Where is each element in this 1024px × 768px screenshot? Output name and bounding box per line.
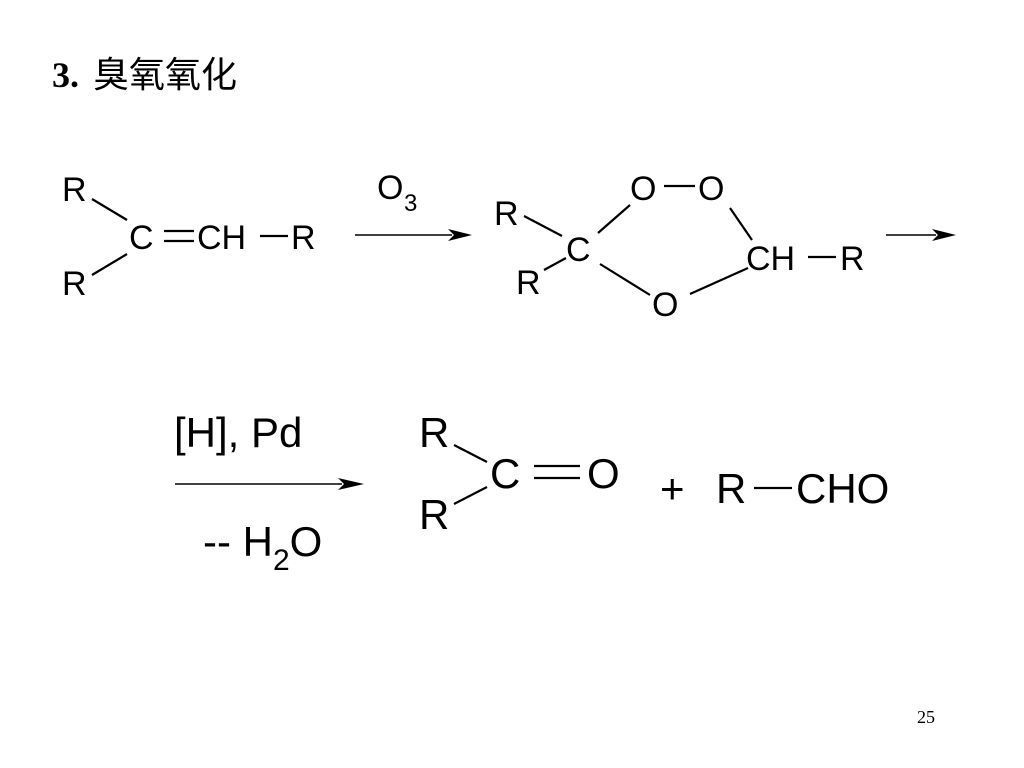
reagent-h2o-subscript: 2 [273,544,290,577]
alkene-r-right: R [291,219,316,257]
alkene-carbon: C [129,219,154,257]
bond-alkene-r-top [91,198,128,221]
reduction-reagents: [H], Pd -- H2O [174,409,322,577]
alkene-reactant: R R C CH R [62,171,316,303]
alkene-r-bottom: R [62,265,87,303]
bond-ozonide-r-top [523,215,563,237]
bond-ketone-r-bottom [453,486,488,505]
aldehyde-cho: CHO [796,465,889,512]
bond-ozonide-r-bottom [543,257,567,271]
ketone-carbon: C [490,450,520,497]
reagent-h2o-suffix: O [290,518,323,565]
bond-alkene-r-bottom [91,253,128,276]
slide-title: 3. 臭氧氧化 [52,46,237,98]
ozonide-r-top: R [494,195,519,233]
ozonide-ch: CH [746,240,795,278]
ozonide-r-right: R [840,240,865,278]
ozonide-o-top-right: O [698,170,724,208]
plus-sign: + [660,465,685,512]
bond-c-o-top [597,204,631,234]
ketone-r-top: R [419,409,449,456]
ozone-o: O [377,169,403,207]
bond-c-o-bottom [599,263,651,296]
ketone-oxygen: O [587,450,620,497]
bond-o-bottom-ch [689,266,749,296]
ozonide-o-bottom: O [652,286,678,324]
reaction-arrow-1 [355,229,472,241]
ozonide-o-top-left: O [630,170,656,208]
ozone-reagent: O 3 [377,169,417,217]
reaction-arrow-2 [886,229,956,241]
reaction-arrow-3 [175,478,364,490]
alkene-r-top: R [62,171,87,209]
ozone-subscript: 3 [404,190,417,217]
bond-ketone-r-top [453,444,488,463]
reagent-h-pd: [H], Pd [174,409,302,456]
ketone-r-bottom: R [419,491,449,538]
bond-o-ch [729,207,753,241]
aldehyde-product: R CHO [716,465,889,512]
title-number: 3. [52,55,79,95]
reagent-minus-h2o: -- H2O [203,518,322,577]
ozonide-intermediate: R R C O O O CH R [494,170,865,324]
ozonide-r-bottom: R [516,264,541,302]
title-text: 臭氧氧化 [93,55,238,96]
ozonide-carbon: C [566,231,591,269]
alkene-ch: CH [197,219,246,257]
page-number: 25 [917,707,935,727]
aldehyde-r: R [716,465,746,512]
reagent-minus-h-prefix: -- H [203,518,273,565]
ketone-product: R R C O [419,409,620,538]
